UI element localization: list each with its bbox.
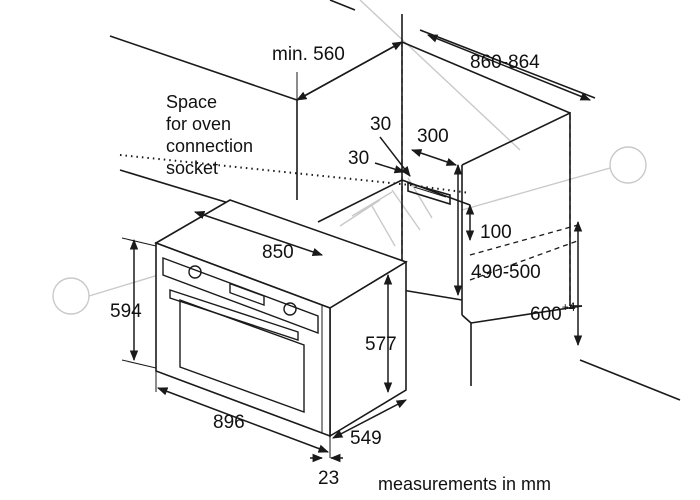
dimension-lines (121, 34, 591, 463)
label-niche-depth-main: 600 (530, 304, 562, 325)
watermark-circle-right (609, 146, 647, 184)
label-socket-note-4: socket (166, 158, 218, 178)
right-knob (283, 302, 297, 316)
units-note: measurements in mm (378, 474, 551, 494)
label-oven-body-height: 577 (365, 334, 397, 355)
label-socket-offset-top: 30 (370, 114, 391, 135)
label-min-depth: min. 560 (272, 44, 345, 65)
label-socket-note-1: Space (166, 92, 217, 112)
label-socket-note-3: connection (166, 136, 253, 156)
control-panel (162, 256, 319, 335)
watermark-circle-left (52, 277, 90, 315)
label-niche-depth: 600+4 (530, 300, 576, 325)
label-socket-offset-side: 30 (348, 148, 369, 169)
label-front-thickness: 23 (318, 468, 339, 489)
label-niche-width: 860-864 (470, 52, 540, 73)
door-handle (169, 289, 299, 341)
label-socket-note-2: for oven (166, 114, 231, 134)
watermark-line-right (461, 167, 611, 211)
label-socket-width: 300 (417, 126, 449, 147)
label-niche-height: 490-500 (471, 262, 541, 283)
label-niche-depth-tolerance: +4 (562, 300, 576, 314)
label-oven-body-depth: 549 (350, 428, 382, 449)
left-knob (188, 265, 202, 279)
label-oven-width: 896 (213, 412, 245, 433)
label-oven-height: 594 (110, 301, 142, 322)
label-base-gap: 100 (480, 222, 512, 243)
label-oven-depth-total: 850 (262, 242, 294, 263)
display (229, 282, 265, 307)
dimension-labels: min. 560 860-864 Space for oven connecti… (110, 44, 576, 489)
